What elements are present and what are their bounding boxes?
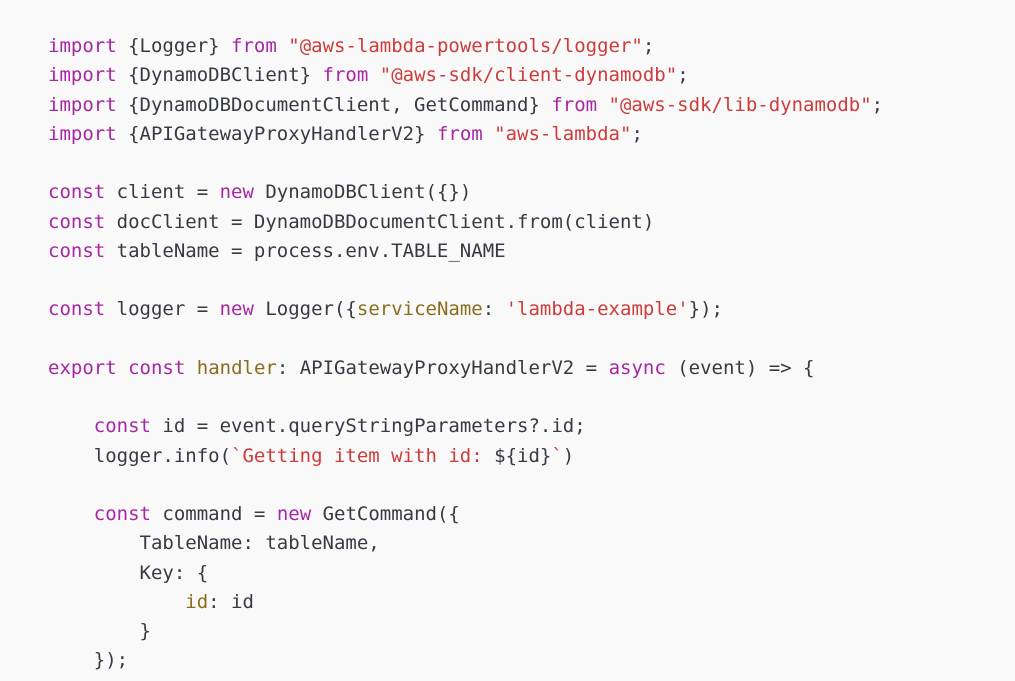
keyword-token: import xyxy=(48,122,117,145)
code-line: const client = new DynamoDBClient({}) xyxy=(48,178,883,207)
code-token: logger = xyxy=(105,298,220,321)
code-line: TableName: tableName, xyxy=(48,529,883,558)
code-token: ; xyxy=(642,35,655,57)
code-token: logger.info( xyxy=(48,444,232,467)
code-line: const docClient = DynamoDBDocumentClient… xyxy=(48,208,883,237)
string-token: "@aws-sdk/lib-dynamodb" xyxy=(608,93,872,116)
code-token: : xyxy=(482,298,506,321)
code-token: docClient = DynamoDBDocumentClient.from(… xyxy=(105,210,655,233)
code-token xyxy=(48,591,185,613)
code-token: Logger({ xyxy=(253,298,357,321)
code-token: command = xyxy=(150,503,277,525)
keyword-token: const xyxy=(93,415,151,438)
keyword-token: from xyxy=(551,93,598,116)
code-line: id: id xyxy=(48,588,883,617)
code-line: import {DynamoDBClient} from "@aws-sdk/c… xyxy=(48,61,883,90)
code-token xyxy=(277,35,288,57)
code-token: {DynamoDBClient} xyxy=(116,64,323,87)
code-token: {DynamoDBDocumentClient, GetCommand} xyxy=(116,93,552,116)
code-token: tableName = process.env.TABLE_NAME xyxy=(105,239,506,262)
property-token: serviceName xyxy=(356,298,483,321)
string-token: "aws-lambda" xyxy=(494,122,632,145)
property-token: handler xyxy=(196,356,277,379)
code-line: import {DynamoDBDocumentClient, GetComma… xyxy=(48,91,883,120)
keyword-token: const xyxy=(48,181,106,204)
code-token: }); xyxy=(688,298,723,321)
code-token xyxy=(597,94,608,116)
code-token: ) xyxy=(562,444,575,467)
code-token xyxy=(117,357,128,379)
keyword-token: export xyxy=(48,356,117,379)
code-token xyxy=(48,503,94,525)
keyword-token: const xyxy=(93,503,151,525)
code-line xyxy=(48,266,883,295)
code-line xyxy=(48,383,883,412)
code-token: {APIGatewayProxyHandlerV2} xyxy=(116,122,437,145)
keyword-token: async xyxy=(608,356,666,379)
code-token: Key: { xyxy=(48,561,209,584)
code-token xyxy=(185,357,196,379)
string-token: ` xyxy=(551,444,563,467)
code-token: TableName: tableName, xyxy=(48,532,380,555)
code-line xyxy=(48,325,883,354)
code-line: export const handler: APIGatewayProxyHan… xyxy=(48,354,883,383)
code-token: GetCommand({ xyxy=(311,503,460,525)
code-line: const logger = new Logger({serviceName: … xyxy=(48,295,883,324)
keyword-token: const xyxy=(128,356,186,379)
code-token xyxy=(48,415,94,437)
code-token xyxy=(368,64,379,86)
keyword-token: from xyxy=(231,35,277,57)
keyword-token: const xyxy=(48,239,106,262)
code-token: ; xyxy=(677,64,689,87)
string-token: "@aws-sdk/client-dynamodb" xyxy=(379,64,678,87)
code-line: import {Logger} from "@aws-lambda-powert… xyxy=(48,32,883,61)
code-line: }); xyxy=(48,646,883,675)
code-line: const tableName = process.env.TABLE_NAME xyxy=(48,237,883,266)
keyword-token: new xyxy=(276,503,312,525)
keyword-token: new xyxy=(219,298,254,321)
keyword-token: import xyxy=(48,35,117,57)
keyword-token: const xyxy=(48,298,106,321)
code-token: }); xyxy=(48,649,129,672)
string-token: `Getting item with id: xyxy=(231,444,495,467)
keyword-token: import xyxy=(48,64,117,87)
code-line: } xyxy=(48,617,883,646)
code-token: ; xyxy=(631,122,643,145)
keyword-token: from xyxy=(322,64,369,87)
code-line: Key: { xyxy=(48,559,883,588)
keyword-token: const xyxy=(48,210,106,233)
code-token: (event) => { xyxy=(665,356,815,379)
code-line xyxy=(48,149,883,178)
code-line: const command = new GetCommand({ xyxy=(48,500,883,529)
code-block: import {Logger} from "@aws-lambda-powert… xyxy=(48,32,883,676)
code-token: DynamoDBClient({}) xyxy=(253,181,472,204)
code-token: : id xyxy=(208,590,254,613)
code-token: id = event.queryStringParameters?.id; xyxy=(150,415,586,438)
code-line: import {APIGatewayProxyHandlerV2} from "… xyxy=(48,120,883,149)
code-line: logger.info(`Getting item with id: ${id}… xyxy=(48,442,883,471)
code-line: const id = event.queryStringParameters?.… xyxy=(48,412,883,441)
code-token: : APIGatewayProxyHandlerV2 = xyxy=(276,356,609,379)
code-token: } xyxy=(48,620,151,642)
code-token: ; xyxy=(871,93,884,116)
code-token xyxy=(483,123,494,145)
string-token: 'lambda-example' xyxy=(505,298,689,321)
string-token: "@aws-lambda-powertools/logger" xyxy=(288,35,643,57)
code-line xyxy=(48,471,883,500)
keyword-token: from xyxy=(436,122,483,145)
property-token: id xyxy=(185,590,209,613)
keyword-token: new xyxy=(219,181,254,204)
keyword-token: import xyxy=(48,93,117,116)
code-token: ${id} xyxy=(494,444,552,467)
code-token: {Logger} xyxy=(116,35,232,57)
code-token: client = xyxy=(105,181,220,204)
